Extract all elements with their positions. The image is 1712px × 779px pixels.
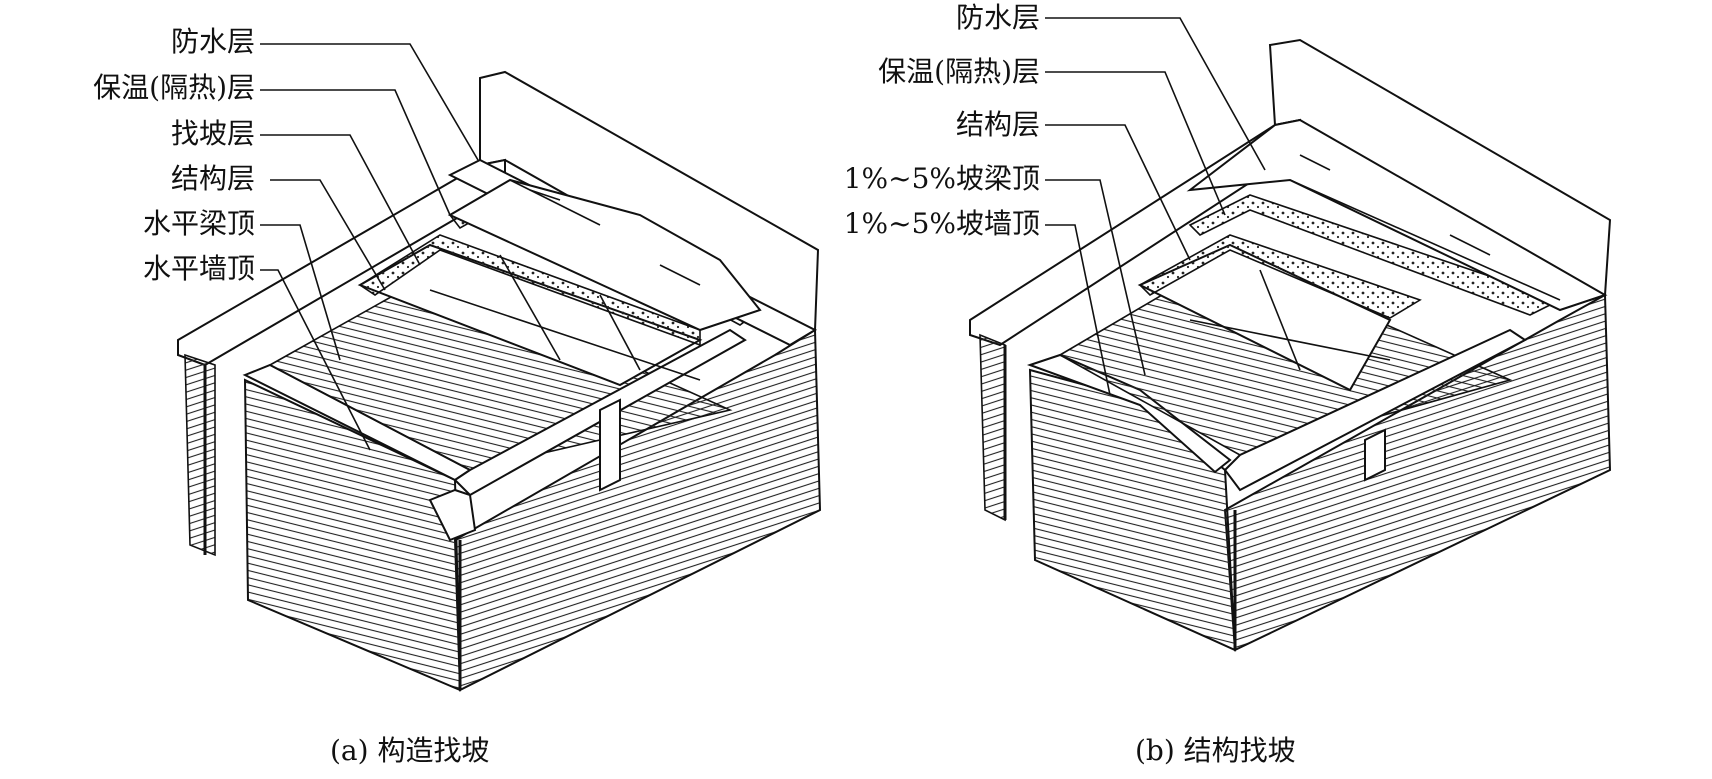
- label-structural-layer-b: 结构层: [955, 108, 1040, 141]
- beam-stub-b: [1364, 428, 1386, 482]
- label-insulation-a: 保温(隔热)层: [93, 71, 255, 104]
- sloped-beam-top-b: [1223, 328, 1527, 492]
- insulation-layer-b: [1138, 234, 1422, 319]
- caption-a: (a) 构造找坡: [330, 734, 490, 767]
- label-sloped-beam-top-b: 1%~5%坡梁顶: [843, 162, 1040, 195]
- label-waterproof-a: 防水层: [170, 25, 255, 58]
- leader-lines-a: [260, 43, 479, 451]
- insulation-layer-a: [358, 234, 701, 347]
- label-slope-layer-a: 找坡层: [170, 117, 255, 150]
- label-sloped-wall-top-b: 1%~5%坡墙顶: [843, 207, 1040, 240]
- label-waterproof-b: 防水层: [955, 1, 1040, 34]
- beam-stub-a: [599, 398, 621, 492]
- caption-b: (b) 结构找坡: [1135, 734, 1296, 767]
- diagram-b-drawing: [969, 38, 1612, 652]
- front-beam-end-a: [428, 488, 477, 542]
- left-end-wall-a: [184, 353, 216, 557]
- label-horizontal-beam-top-a: 水平梁顶: [142, 207, 255, 240]
- leader-lines-b: [1045, 17, 1266, 396]
- label-structural-layer-a: 结构层: [170, 162, 255, 195]
- diagram-a-drawing: [177, 70, 822, 692]
- left-end-wall-b: [979, 333, 1006, 522]
- label-insulation-b: 保温(隔热)层: [878, 55, 1040, 88]
- label-horizontal-wall-top-a: 水平墙顶: [142, 252, 255, 285]
